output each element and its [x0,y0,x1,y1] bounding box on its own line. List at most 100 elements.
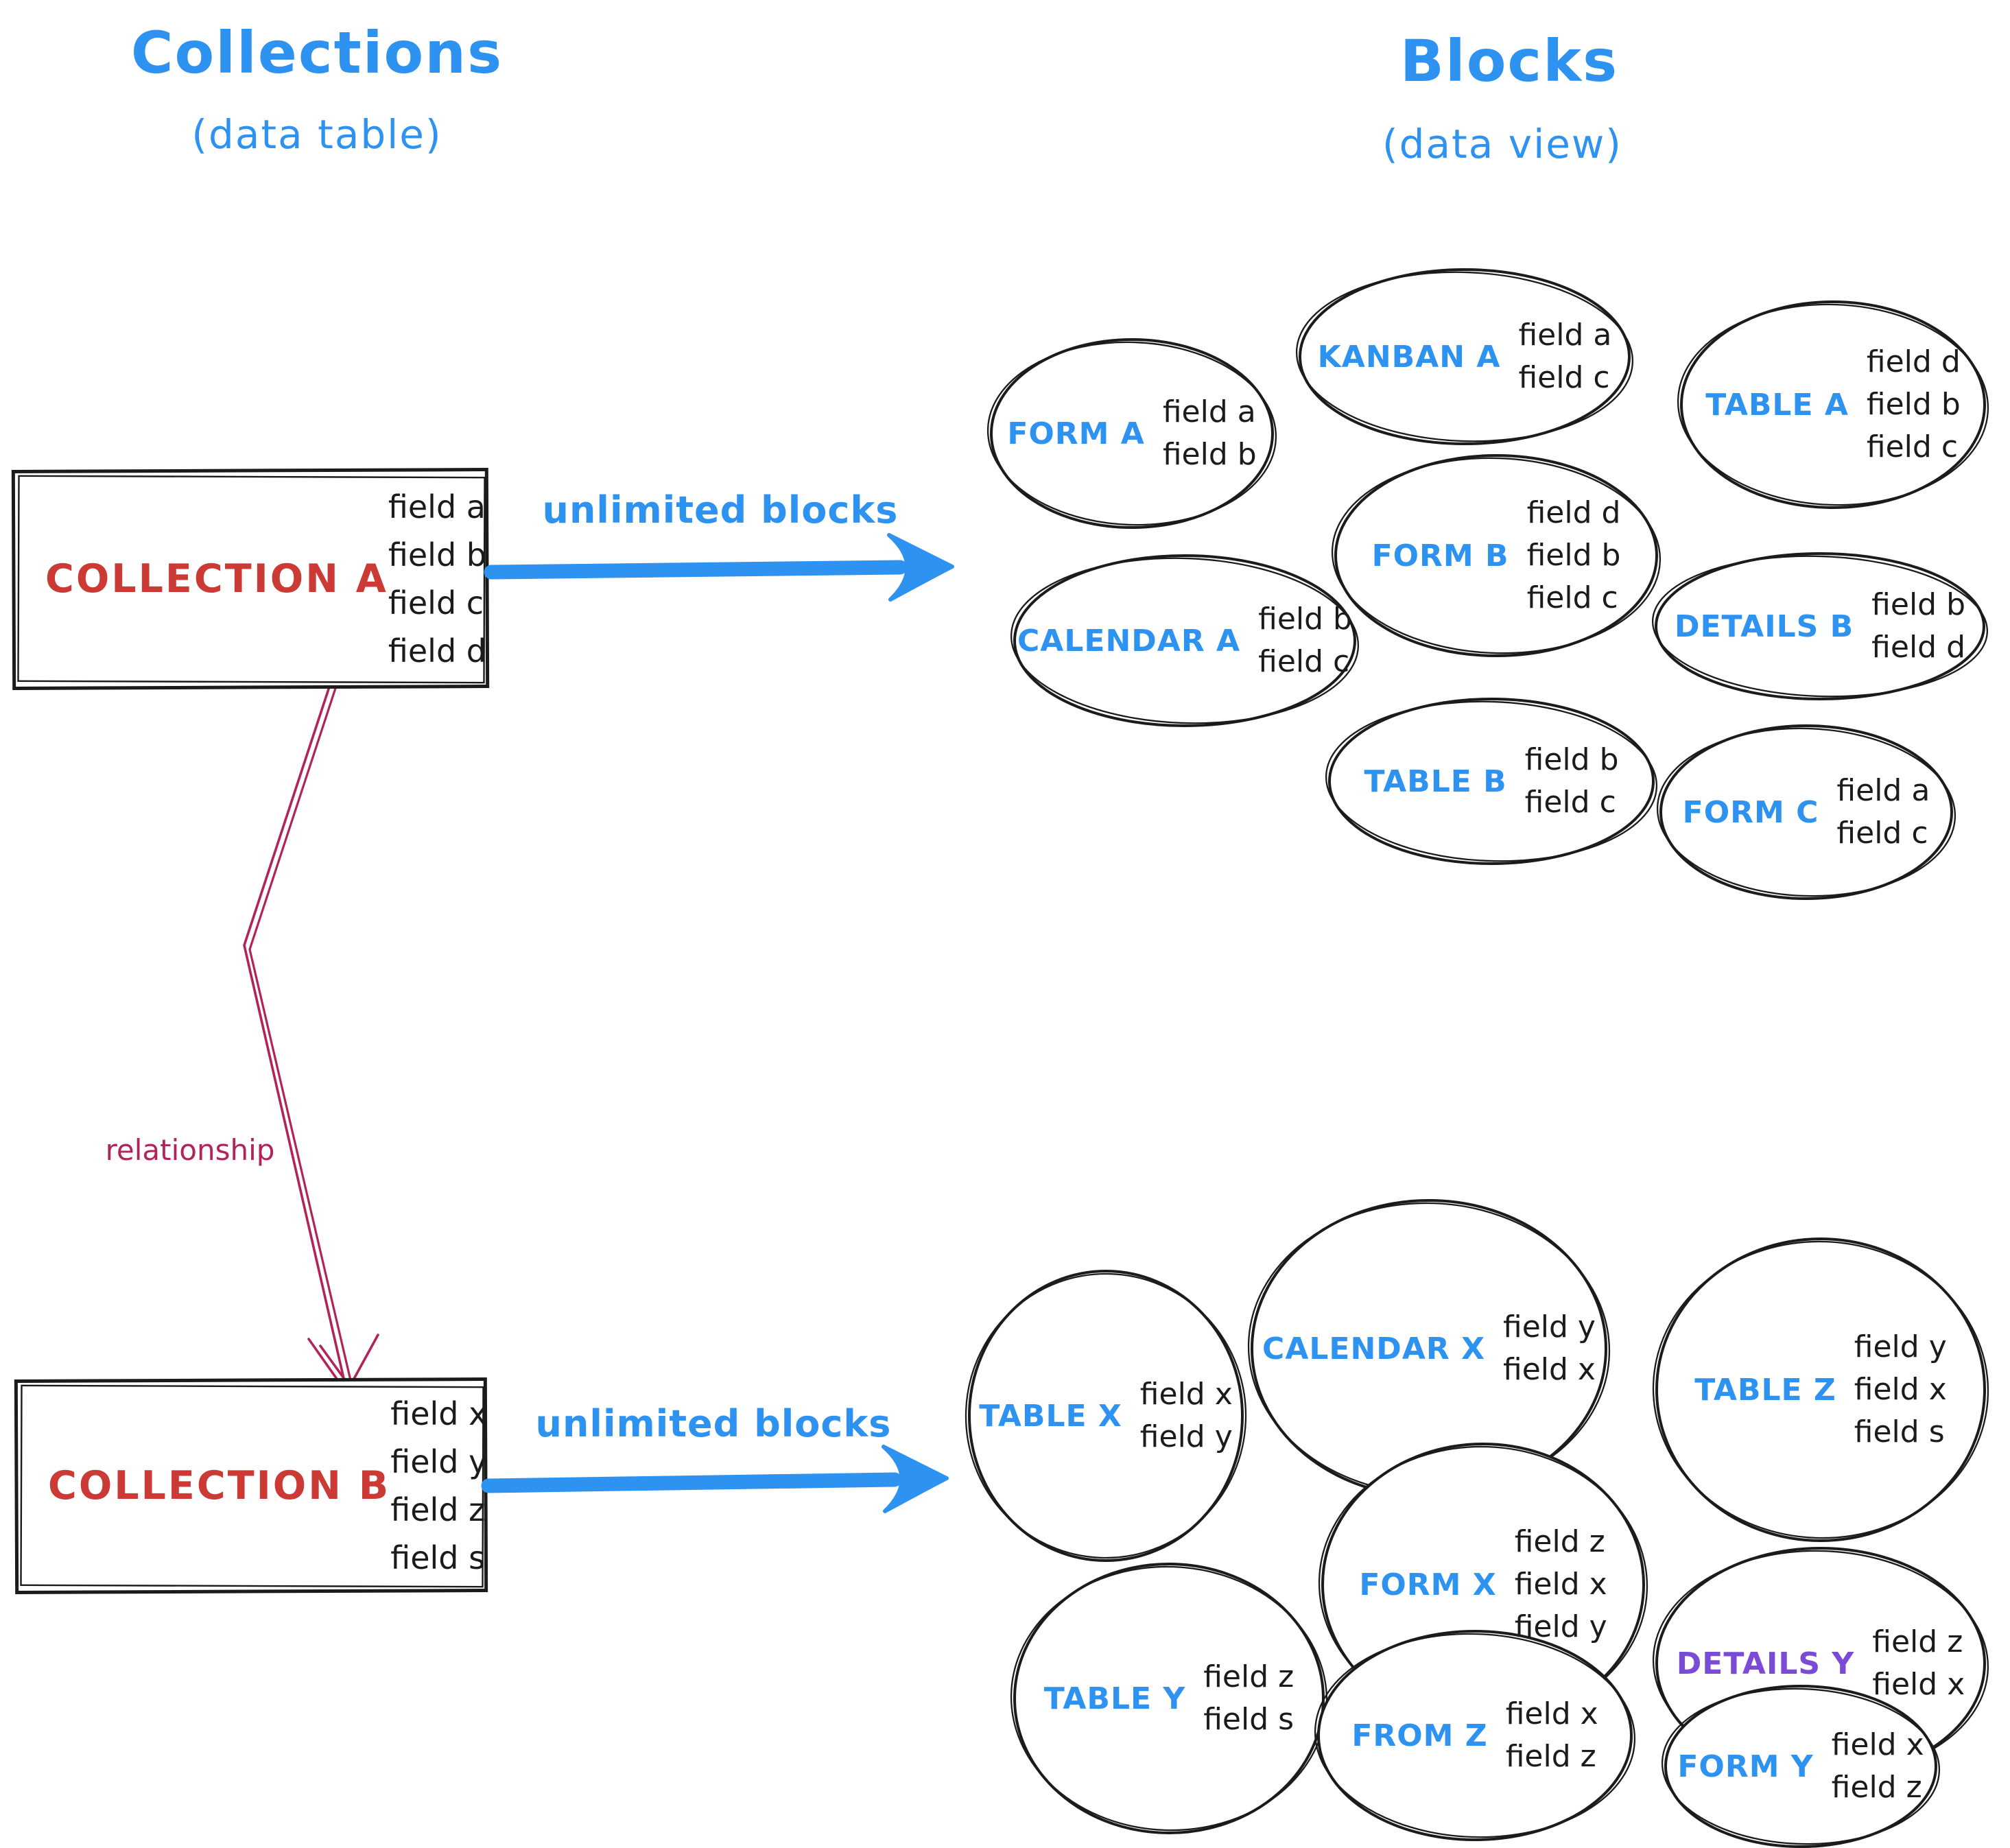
field-item: field y [1503,1310,1596,1344]
block-ellipse-form-y [1664,1685,1937,1848]
block-ellipse-details-b [1655,552,1985,700]
block-ellipse-form-b [1334,454,1658,657]
block-ellipse-sketch-form-c [1656,727,1956,897]
block-fields-table-b: field b field c [1525,739,1619,824]
block-label-table-y: TABLE Y [1043,1681,1186,1716]
field-item: field b [1524,742,1619,777]
field-item: field s [390,1539,486,1576]
collection-b-name: COLLECTION B [48,1463,391,1508]
block-fields-form-a: field a field b [1163,391,1257,476]
block-ellipse-table-b [1328,698,1655,865]
relationship-label: relationship [105,1133,275,1167]
field-item: field b [1526,538,1621,573]
field-item: field a [388,488,486,525]
block-label-kanban-a: KANBAN A [1317,339,1501,375]
field-item: field c [388,584,484,621]
field-item: field x [1514,1567,1607,1602]
block-fields-from-z: field x field z [1506,1693,1598,1778]
field-item: field c [1524,785,1616,820]
field-item: field b [388,536,486,573]
block-label-form-b: FORM B [1371,538,1509,573]
block-ellipse-sketch-table-x [965,1272,1247,1559]
field-item: field s [1203,1702,1294,1737]
field-item: field c [1526,580,1618,615]
block-label-form-a: FORM A [1007,416,1145,451]
block-label-table-z: TABLE Z [1694,1372,1836,1408]
block-form-a: FORM A field a field b [991,340,1273,528]
field-item: field z [1831,1770,1922,1805]
block-ellipse-kanban-a [1299,268,1631,445]
collection-a-name: COLLECTION A [45,556,388,602]
field-item: field x [1139,1377,1233,1412]
block-label-table-a: TABLE A [1705,387,1849,423]
block-fields-calendar-x: field y field x [1503,1306,1596,1391]
unlimited-blocks-label-b: unlimited blocks [535,1402,892,1445]
block-label-from-z: FROM Z [1351,1718,1488,1753]
block-fields-details-b: field b field d [1871,584,1965,669]
field-item: field a [1836,773,1930,808]
field-item: field b [1162,437,1257,472]
field-item: field a [1162,394,1256,429]
field-item: field x [1872,1667,1965,1702]
blocks-title: Blocks [1399,27,1619,95]
field-item: field y [1854,1329,1947,1364]
field-item: field z [390,1491,486,1528]
field-item: field c [1258,644,1350,679]
block-from-z: FROM Z field x field z [1319,1631,1631,1840]
block-ellipse-sketch-form-a [986,341,1277,526]
field-item: field d [388,632,486,670]
block-label-table-b: TABLE B [1364,763,1507,799]
collections-title: Collections [130,19,504,86]
field-item: field b [1866,387,1961,422]
block-ellipse-sketch-table-a [1677,303,1989,506]
unlimited-blocks-arrowhead-b [882,1445,949,1513]
block-ellipse-sketch-kanban-a [1295,271,1634,442]
block-label-table-x: TABLE X [979,1398,1122,1434]
field-item: field z [1505,1739,1596,1774]
field-item: field y [1514,1609,1607,1644]
field-item: field z [1203,1659,1294,1694]
field-item: field y [390,1443,488,1480]
block-ellipse-table-x [968,1270,1244,1562]
field-item: field a [1518,318,1612,353]
block-table-b: TABLE B field b field c [1329,699,1653,864]
field-item: field b [1871,587,1966,622]
block-label-form-c: FORM C [1682,794,1819,830]
field-item: field c [1866,429,1959,464]
block-ellipse-table-y [1013,1563,1325,1834]
collection-a-fields: field a field b field c field d [388,483,486,675]
field-item: field d [1871,630,1966,665]
block-ellipse-form-c [1659,724,1953,900]
block-fields-table-y: field z field s [1203,1656,1294,1741]
block-label-calendar-x: CALENDAR X [1262,1331,1485,1366]
block-ellipse-table-z [1655,1237,1986,1542]
field-item: field x [1503,1352,1596,1387]
collection-box-inner-stroke-a [17,475,486,684]
block-ellipse-sketch-form-b [1331,457,1662,654]
field-item: field x [1505,1696,1598,1731]
block-ellipse-sketch-from-z [1314,1633,1636,1838]
unlimited-blocks-arrowhead-a [887,533,954,602]
blocks-subtitle: (data view) [1382,121,1622,167]
unlimited-blocks-label-a: unlimited blocks [542,488,899,532]
